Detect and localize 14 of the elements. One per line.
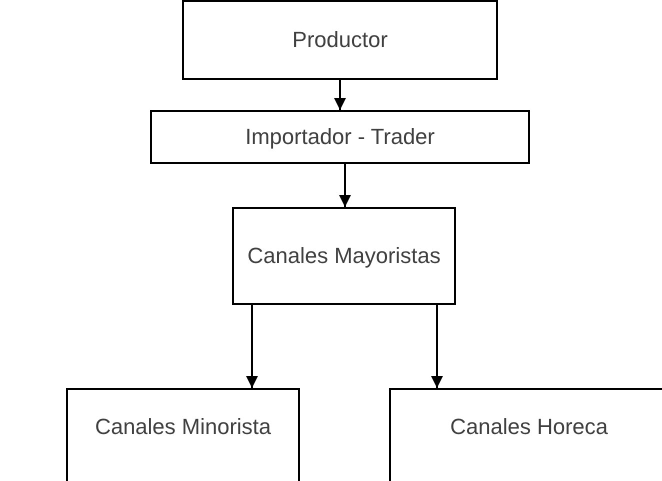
arrow (431, 305, 443, 388)
box-label: Productor (292, 26, 388, 54)
arrow (334, 80, 346, 110)
process-box (389, 388, 662, 481)
box-label: Canales Mayoristas (247, 242, 441, 270)
process-box (150, 110, 530, 164)
box-label: Importador - Trader (245, 122, 435, 151)
process-box (232, 207, 456, 305)
process-box (66, 388, 300, 481)
arrow (246, 305, 258, 388)
box-label: Canales Horeca (450, 413, 608, 441)
box-label: Canales Minorista (94, 413, 272, 441)
process-box (182, 0, 498, 80)
arrow (339, 164, 351, 207)
